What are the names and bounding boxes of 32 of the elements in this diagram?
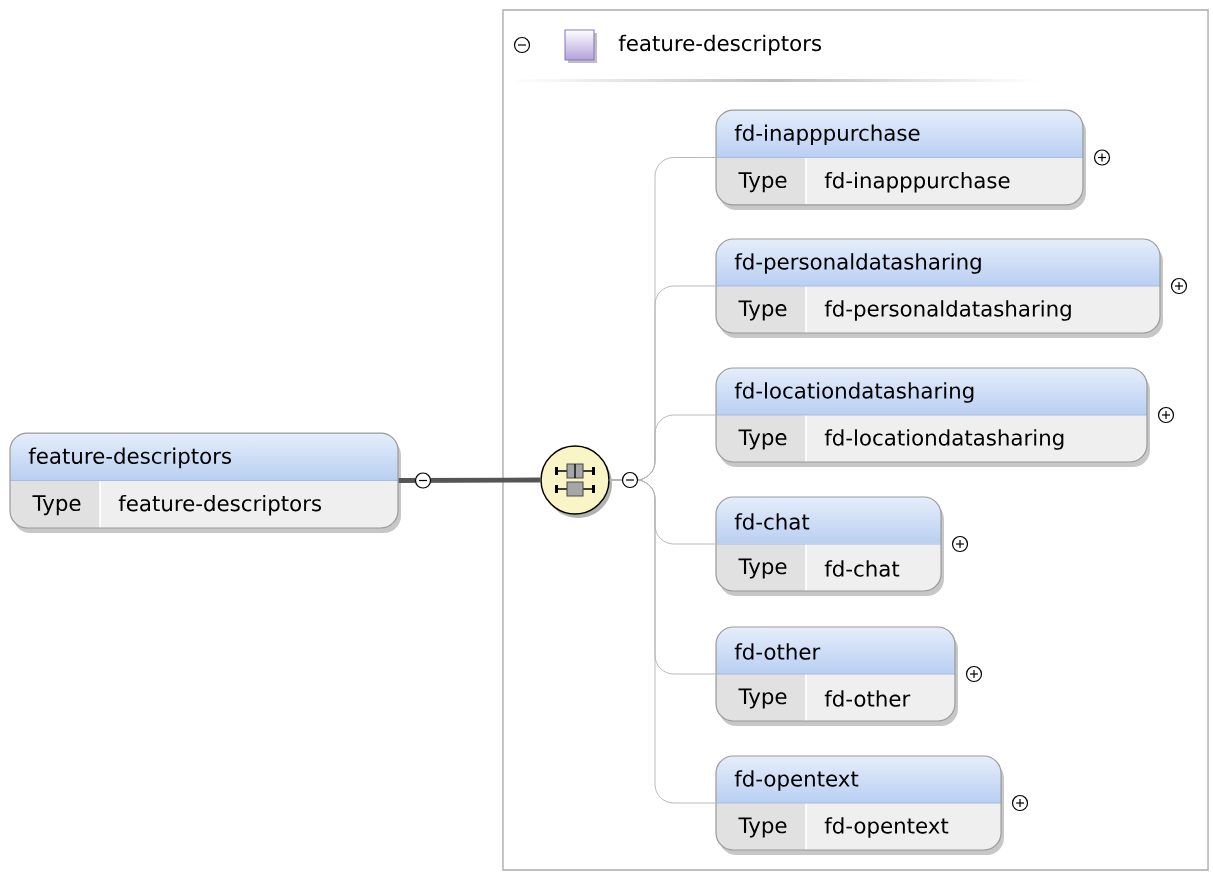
element-box bbox=[715, 626, 958, 726]
type-value: fd-opentext bbox=[824, 817, 949, 838]
element-box bbox=[715, 496, 944, 596]
type-value: fd-personaldatasharing bbox=[824, 300, 1071, 321]
element-name: fd-personaldatasharing bbox=[734, 253, 981, 274]
type-value: feature-descriptors bbox=[118, 494, 322, 516]
group-name: feature-descriptors bbox=[618, 34, 822, 56]
element-box bbox=[715, 755, 1004, 855]
type-value: fd-inapppurchase bbox=[824, 171, 1010, 193]
connector bbox=[398, 477, 541, 483]
type-label: Type bbox=[738, 300, 787, 321]
element-name: fd-locationdatasharing bbox=[734, 382, 974, 403]
type-value: fd-other bbox=[824, 690, 911, 707]
connector bbox=[609, 479, 716, 804]
element-box bbox=[715, 238, 1163, 338]
element-name: feature-descriptors bbox=[28, 447, 232, 469]
element-box bbox=[9, 432, 401, 533]
element-name: fd-other bbox=[734, 643, 821, 660]
type-label: Type bbox=[738, 817, 787, 838]
type-label: Type bbox=[32, 495, 81, 516]
element-name: fd-inapppurchase bbox=[734, 124, 920, 146]
type-value: fd-locationdatasharing bbox=[824, 429, 1064, 450]
type-value: fd-chat bbox=[824, 560, 900, 577]
element-name: fd-opentext bbox=[734, 770, 859, 791]
type-label: Type bbox=[738, 172, 787, 193]
element-box bbox=[715, 367, 1150, 467]
type-label: Type bbox=[738, 558, 787, 579]
type-label: Type bbox=[738, 429, 787, 450]
sequence-circle bbox=[540, 445, 612, 518]
element-box bbox=[715, 109, 1086, 210]
element-name: fd-chat bbox=[734, 513, 810, 530]
type-label: Type bbox=[738, 688, 787, 709]
